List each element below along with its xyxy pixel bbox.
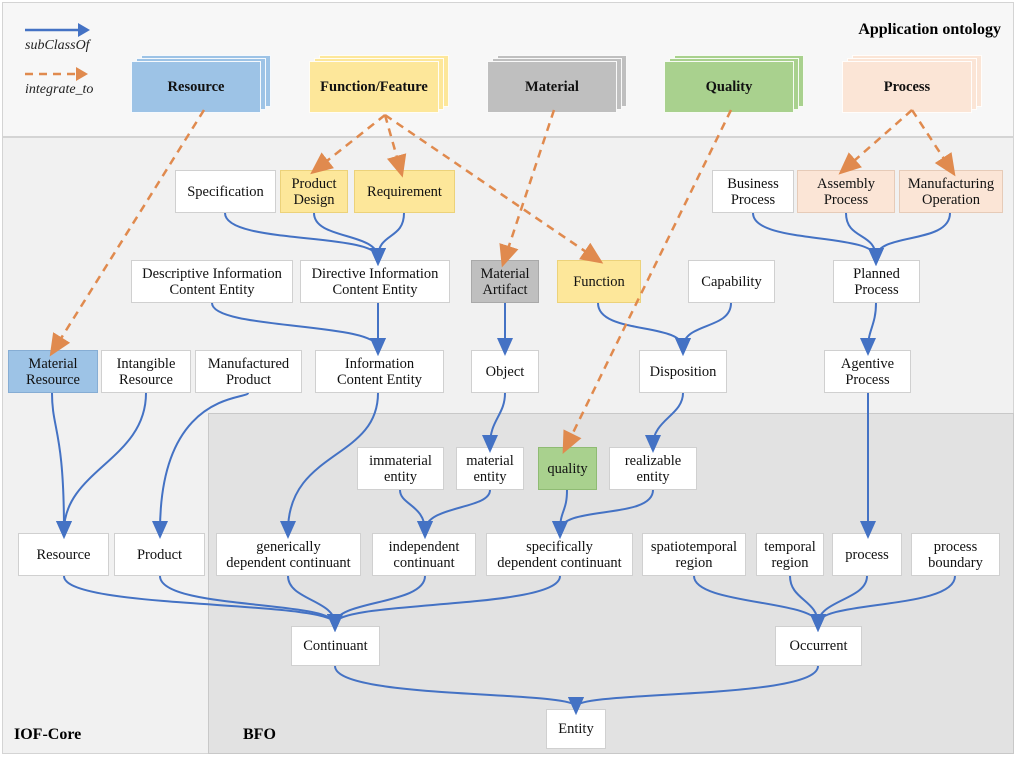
subclass-link <box>334 665 584 715</box>
subclass-link <box>597 302 691 356</box>
node-continuant: Continuant <box>291 626 380 666</box>
subclass-link <box>56 392 147 539</box>
integrate-link <box>310 114 386 175</box>
app-class-quality-label: Quality <box>664 61 794 113</box>
legend-integrate-label: integrate_to <box>25 82 94 97</box>
app-class-resource-label: Resource <box>131 61 261 113</box>
app-class-function-feature: Function/Feature <box>309 55 449 113</box>
integrate-link <box>384 113 604 264</box>
subclass-links <box>51 212 956 715</box>
subclass-link <box>482 392 506 453</box>
subclass-link <box>224 212 386 266</box>
subclass-link <box>810 575 956 632</box>
subclass-link <box>645 392 684 453</box>
subclass-link <box>399 489 433 539</box>
subclass-link <box>417 489 491 539</box>
subclass-link <box>868 212 951 266</box>
subclass-link <box>327 575 561 632</box>
subclass-link <box>675 302 732 356</box>
node-disposition: Disposition <box>639 350 727 393</box>
subclass-link <box>752 212 884 266</box>
application-ontology-label: Application ontology <box>858 21 1001 38</box>
app-class-resource: Resource <box>131 55 271 113</box>
subclass-link <box>552 489 654 539</box>
legend-arrows <box>25 23 90 81</box>
legend-subclass-arrowhead <box>78 23 90 37</box>
app-class-function-feature-label: Function/Feature <box>309 61 439 113</box>
node-quality: quality <box>538 447 597 490</box>
integrate-link <box>910 109 956 177</box>
integrate-link <box>838 109 913 175</box>
bfo-label: BFO <box>243 726 276 743</box>
app-class-material: Material <box>487 55 627 113</box>
integrate-link <box>562 109 733 454</box>
app-class-quality: Quality <box>664 55 804 113</box>
node-resource: Resource <box>18 533 109 576</box>
subclass-link <box>63 575 343 632</box>
app-class-process-label: Process <box>842 61 972 113</box>
legend-subclass-label: subClassOf <box>25 38 90 53</box>
legend-integrate-arrowhead <box>76 67 88 81</box>
subclass-link <box>280 392 379 539</box>
node-function: Function <box>557 260 641 303</box>
subclass-link <box>211 302 386 356</box>
integrate-link <box>499 109 556 268</box>
subclass-link <box>159 575 343 632</box>
node-occurrent: Occurrent <box>775 626 862 666</box>
subclass-link <box>568 665 819 715</box>
subclass-link <box>152 392 249 539</box>
app-class-material-label: Material <box>487 61 617 113</box>
iof-core-label: IOF-Core <box>14 726 82 743</box>
app-class-process: Process <box>842 55 982 113</box>
node-capability: Capability <box>688 260 775 303</box>
node-specification: Specification <box>175 170 276 213</box>
node-object: Object <box>471 350 539 393</box>
subclass-link <box>370 212 405 266</box>
integrate-link <box>49 109 206 357</box>
subclass-link <box>693 575 826 632</box>
subclass-link <box>51 392 72 539</box>
integrate-link <box>383 114 407 178</box>
node-entity: Entity <box>546 709 606 749</box>
integrate-links <box>49 109 956 454</box>
subclass-link <box>860 302 877 356</box>
subclass-link <box>313 212 386 266</box>
subclass-link <box>327 575 426 632</box>
